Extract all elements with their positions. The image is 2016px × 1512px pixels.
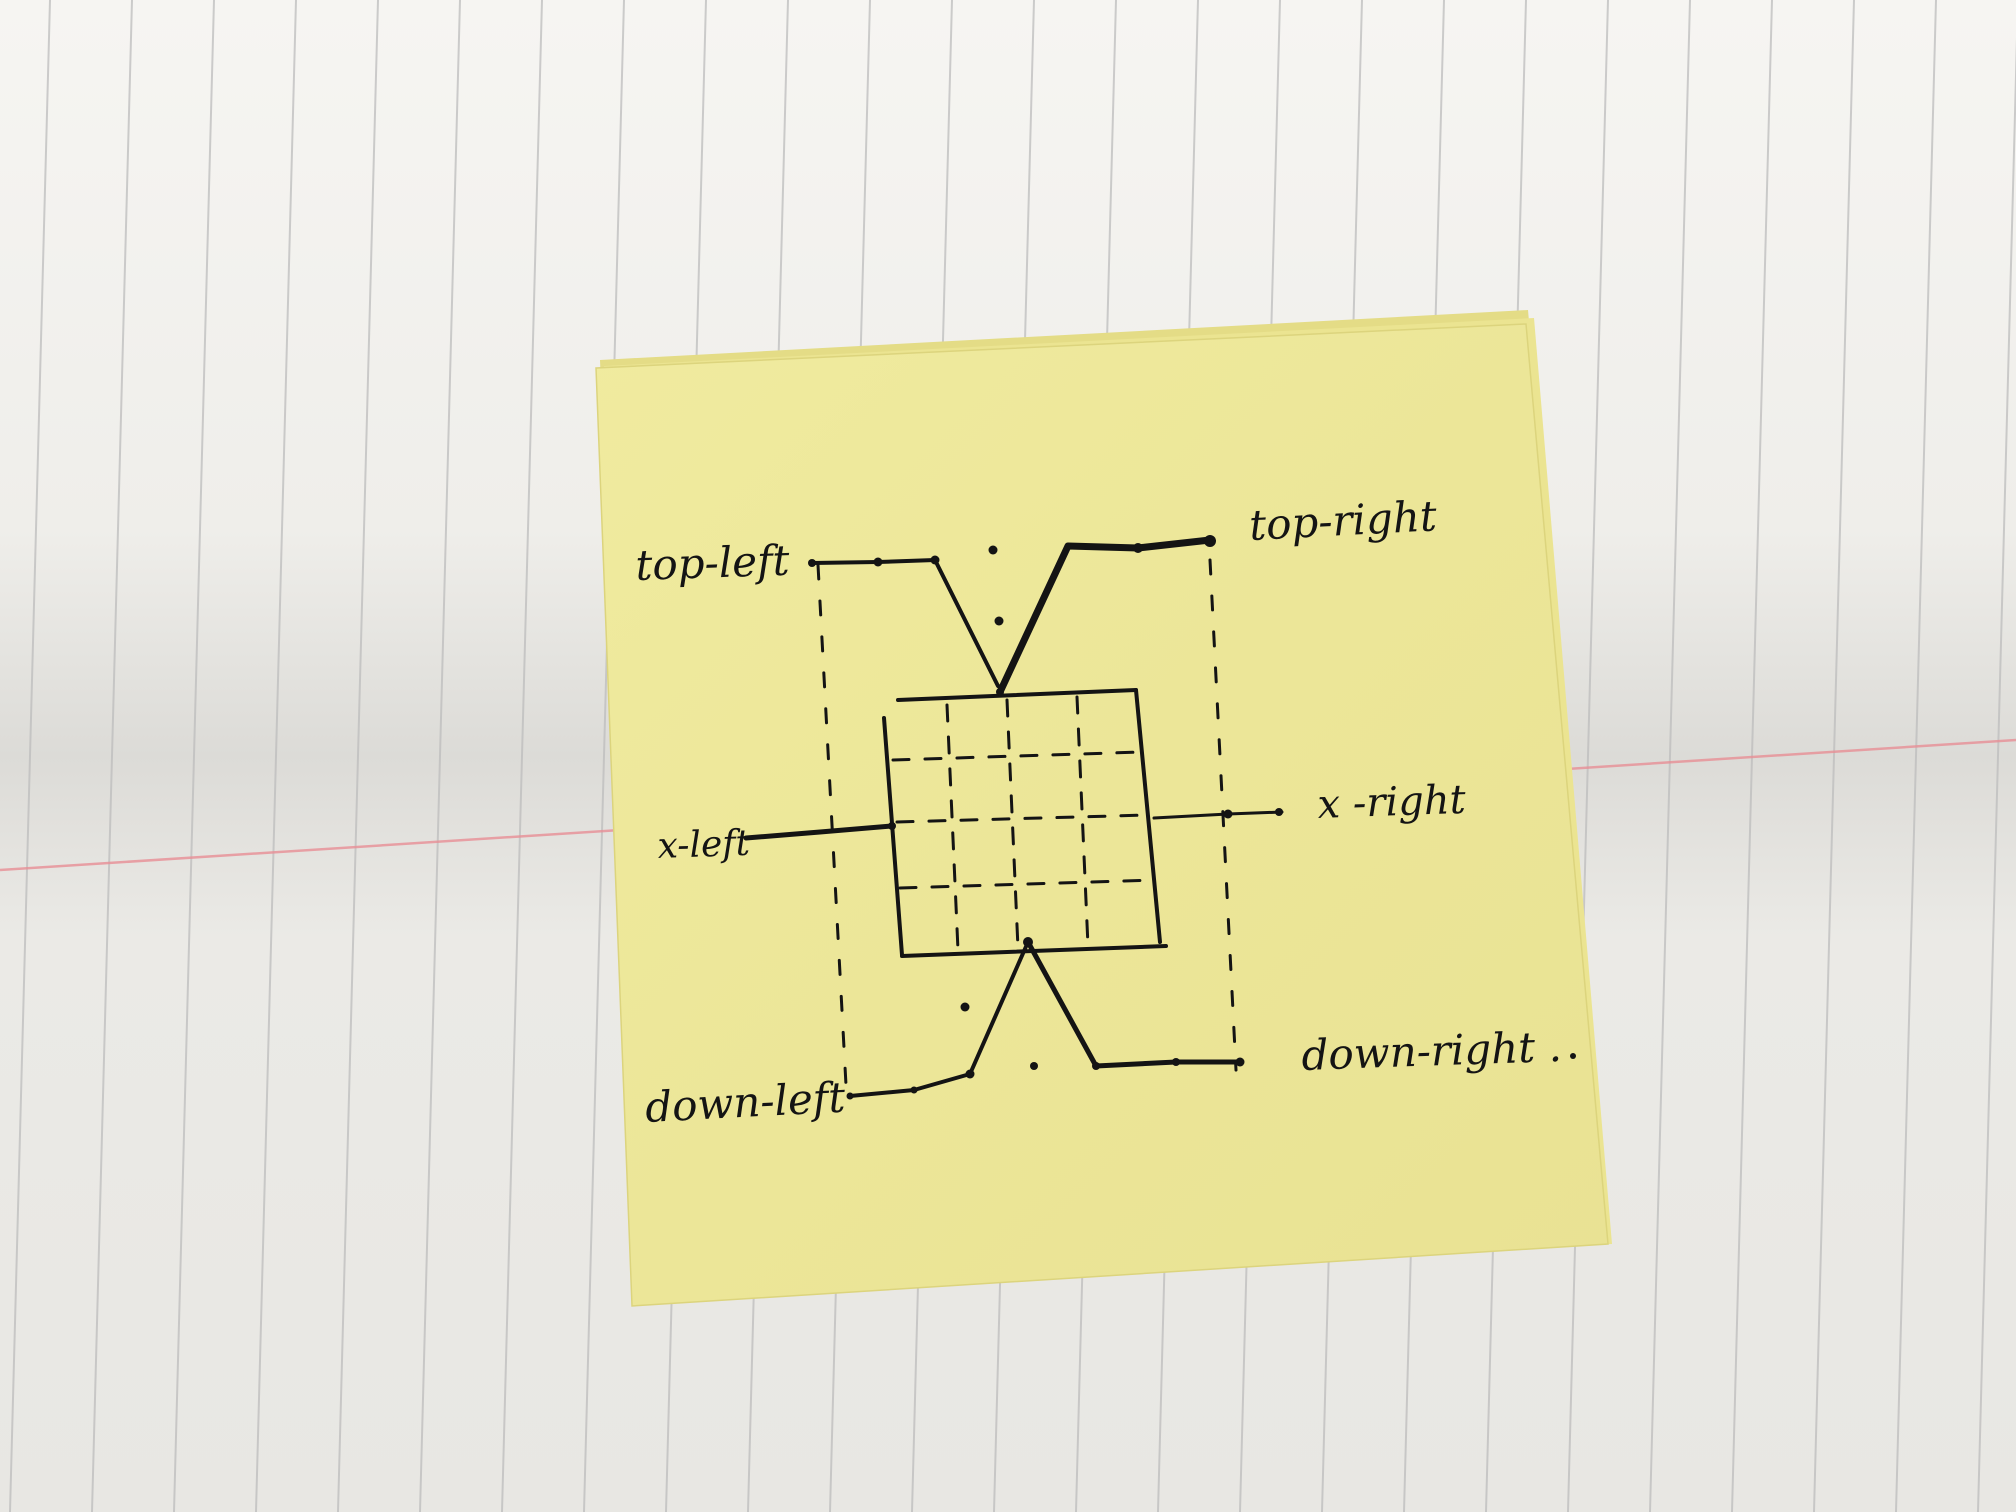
label-top-right: top-right: [1248, 491, 1438, 550]
top-left-arm: [810, 558, 1000, 688]
notebook-rule-line: [1977, 37, 2016, 1512]
label-top-left: top-left: [635, 536, 791, 590]
grid-box-right: [1134, 688, 1162, 944]
grid-box-top: [896, 688, 1138, 702]
down-left-arm: [848, 940, 1030, 1098]
notebook-rule-line: [419, 0, 461, 1512]
ink-sketch: [743, 535, 1576, 1100]
notebook-rule-line: [583, 0, 625, 1512]
dotted-bound-left: [816, 563, 848, 1087]
ink-dots: [808, 535, 1576, 1100]
x-left-line: [743, 823, 895, 841]
label-x-right: x -right: [1317, 777, 1468, 828]
notebook-rule-line: [9, 0, 51, 1512]
label-down-left: down-left: [644, 1073, 846, 1132]
notebook-rule-line: [1567, 0, 1609, 1512]
notebook-rule-line: [501, 0, 543, 1512]
notebook-rule-line: [1813, 0, 1855, 1512]
notebook-rule-line: [91, 0, 133, 1512]
notebook-rule-line: [337, 0, 379, 1512]
notebook-rule-line: [1895, 0, 1937, 1512]
down-right-arm: [1025, 939, 1243, 1069]
notebook-rule-line: [255, 0, 297, 1512]
grid-box-left: [882, 716, 904, 957]
label-down-right: down-right .: [1301, 1022, 1563, 1080]
notebook-rule-line: [1649, 0, 1691, 1512]
grid-inner-dashes: [891, 695, 1156, 952]
notebook-rule-line: [173, 0, 215, 1512]
label-x-left: x-left: [657, 823, 751, 867]
top-right-arm: [996, 536, 1214, 696]
